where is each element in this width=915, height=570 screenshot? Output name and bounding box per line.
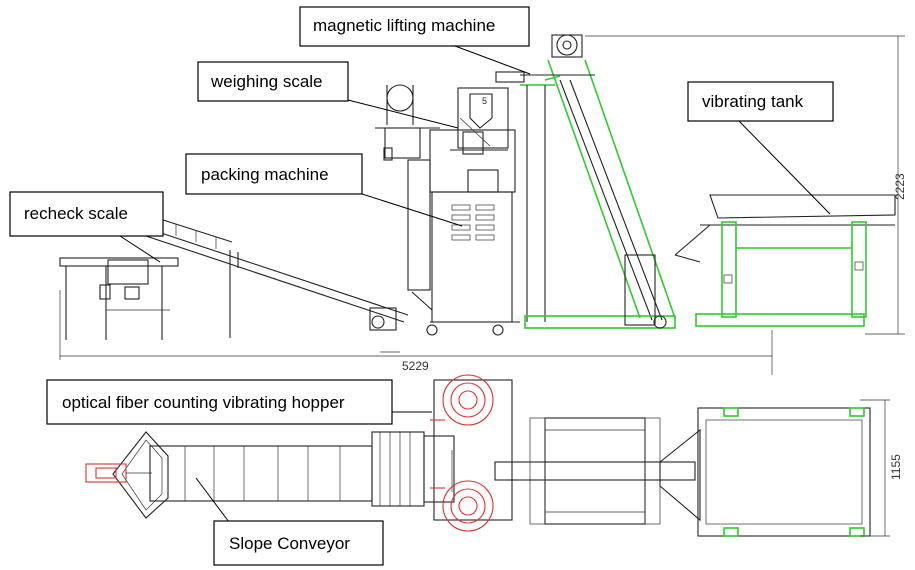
dimension-width: 1155 — [860, 399, 903, 537]
label-weighing-scale: weighing scale — [210, 72, 323, 91]
recheck-scale-drawing — [59, 257, 179, 340]
lifter-tank-plan-drawing — [494, 407, 871, 537]
svg-text:5: 5 — [482, 96, 487, 106]
optical-fiber-hopper-drawing — [430, 374, 494, 532]
callout-slope-conveyor: Slope Conveyor — [213, 520, 384, 566]
slope-conveyor-plan-drawing — [85, 431, 373, 519]
packing-machine-plan-drawing — [371, 379, 513, 521]
callout-weighing-scale: weighing scale — [197, 61, 349, 102]
weighing-scale-drawing: 5 — [450, 87, 509, 193]
magnetic-lifting-machine-drawing — [495, 34, 676, 329]
dimension-height: 2223 — [585, 35, 907, 335]
length-dimension-label: 5229 — [402, 359, 429, 373]
callout-magnetic-lifting-machine: magnetic lifting machine — [299, 6, 530, 47]
incline-conveyor-drawing — [127, 218, 409, 338]
label-magnetic-lifting-machine: magnetic lifting machine — [313, 16, 495, 35]
vibrating-tank-drawing — [674, 194, 896, 327]
height-dimension-label: 2223 — [893, 173, 907, 200]
callout-packing-machine: packing machine — [185, 153, 363, 195]
label-packing-machine: packing machine — [201, 165, 329, 184]
label-vibrating-tank: vibrating tank — [702, 92, 804, 111]
packing-machine-drawing — [375, 84, 520, 336]
label-optical-fiber-hopper: optical fiber counting vibrating hopper — [62, 393, 345, 412]
label-slope-conveyor: Slope Conveyor — [229, 534, 350, 553]
width-dimension-label: 1155 — [889, 454, 903, 480]
callout-vibrating-tank: vibrating tank — [687, 81, 834, 122]
callout-optical-fiber-hopper: optical fiber counting vibrating hopper — [46, 379, 393, 425]
callout-recheck-scale: recheck scale — [9, 191, 164, 237]
dimension-length: 5229 — [59, 290, 773, 375]
label-recheck-scale: recheck scale — [24, 204, 128, 223]
